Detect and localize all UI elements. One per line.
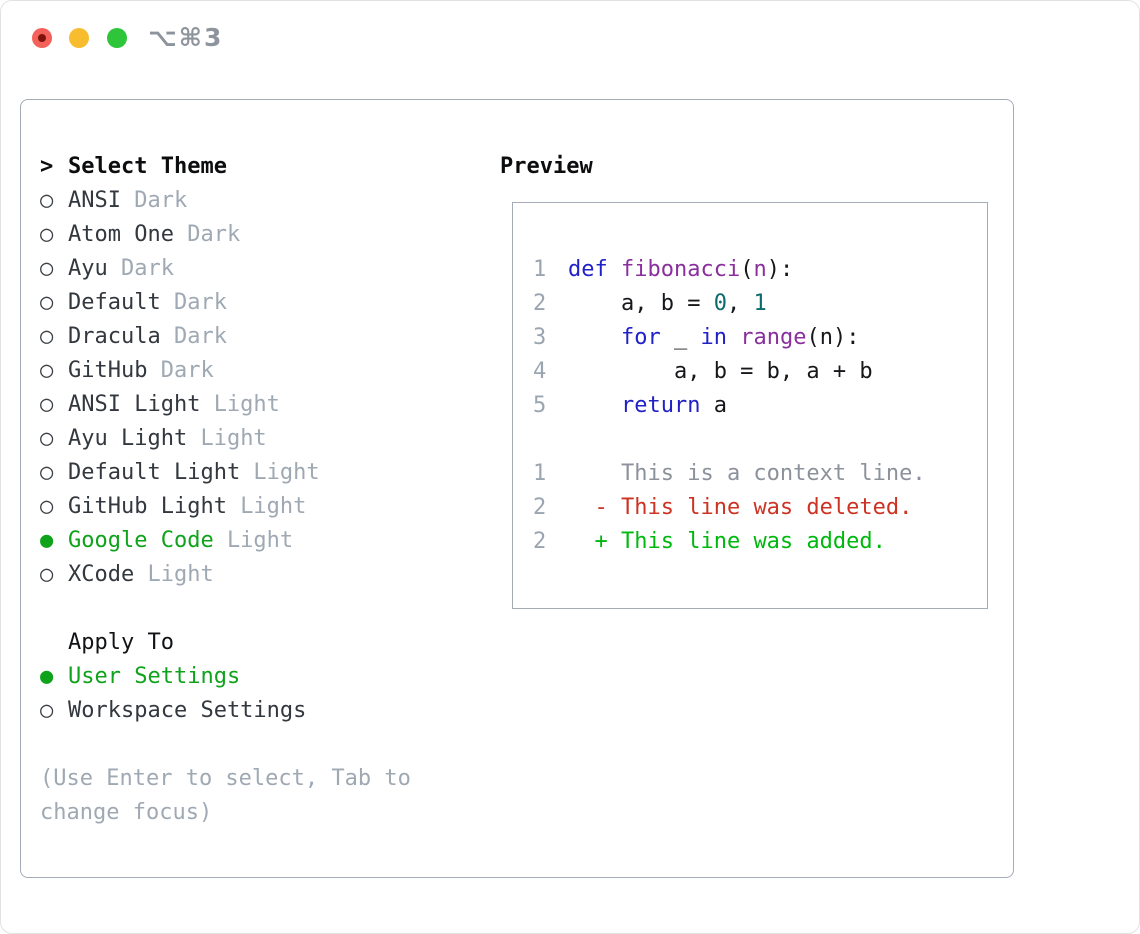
theme-variant: Dark xyxy=(173,324,227,349)
theme-name: XCode xyxy=(68,562,135,587)
theme-name: ANSI Light xyxy=(68,392,201,417)
apply-option-label: User Settings xyxy=(68,664,241,689)
unsaved-dot-icon xyxy=(38,34,46,42)
window-title: ⌥⌘3 xyxy=(148,23,224,52)
code-line: 5 return a xyxy=(533,389,987,423)
line-number: 5 xyxy=(533,393,547,418)
minimize-button[interactable] xyxy=(69,28,89,48)
radio-icon: ○ xyxy=(40,494,54,519)
radio-icon: ○ xyxy=(40,392,54,417)
apply-to-header: Apply To xyxy=(68,630,174,655)
focus-caret-icon: > xyxy=(40,154,54,179)
theme-name: Atom One xyxy=(68,222,174,247)
radio-icon: ○ xyxy=(40,324,54,349)
help-text-line2: change focus) xyxy=(40,800,213,825)
radio-icon: ○ xyxy=(40,562,54,587)
theme-variant: Dark xyxy=(160,358,214,383)
code-line: 2 - This line was deleted. xyxy=(533,491,987,525)
line-number: 1 xyxy=(533,257,547,282)
line-number: 3 xyxy=(533,325,547,350)
zoom-button[interactable] xyxy=(107,28,127,48)
theme-option-ansi-dark[interactable]: ○ ANSI Dark xyxy=(40,184,411,218)
select-theme-label: Select Theme xyxy=(68,154,227,179)
radio-icon: ○ xyxy=(40,256,54,281)
code-line: 2 + This line was added. xyxy=(533,525,987,559)
radio-icon: ○ xyxy=(40,698,54,723)
theme-option-default-dark[interactable]: ○ Default Dark xyxy=(40,286,411,320)
theme-option-dracula-dark[interactable]: ○ Dracula Dark xyxy=(40,320,411,354)
radio-icon: ○ xyxy=(40,222,54,247)
theme-variant: Light xyxy=(253,460,320,485)
apply-option-user-settings[interactable]: ● User Settings xyxy=(40,660,411,694)
radio-icon: ○ xyxy=(40,460,54,485)
theme-name: Google Code xyxy=(68,528,214,553)
theme-name: Default Light xyxy=(68,460,241,485)
line-number: 4 xyxy=(533,359,547,384)
theme-name: Ayu Light xyxy=(68,426,188,451)
preview-heading: Preview xyxy=(500,154,593,179)
radio-icon: ○ xyxy=(40,426,54,451)
theme-variant: Light xyxy=(147,562,214,587)
theme-name: Ayu xyxy=(68,256,108,281)
theme-option-xcode-light[interactable]: ○ XCode Light xyxy=(40,558,411,592)
theme-variant: Dark xyxy=(173,290,227,315)
code-line: 1 This is a context line. xyxy=(533,457,987,491)
theme-option-github-light[interactable]: ○ GitHub Light Light xyxy=(40,490,411,524)
theme-option-github-dark[interactable]: ○ GitHub Dark xyxy=(40,354,411,388)
radio-icon: ○ xyxy=(40,290,54,315)
theme-option-ayu-dark[interactable]: ○ Ayu Dark xyxy=(40,252,411,286)
theme-option-google-code-light[interactable]: ● Google Code Light xyxy=(40,524,411,558)
line-number: 2 xyxy=(533,291,547,316)
theme-option-default-light[interactable]: ○ Default Light Light xyxy=(40,456,411,490)
apply-option-label: Workspace Settings xyxy=(68,698,307,723)
code-line: 4 a, b = b, a + b xyxy=(533,355,987,389)
theme-name: ANSI xyxy=(68,188,121,213)
theme-variant: Light xyxy=(213,392,280,417)
apply-option-workspace-settings[interactable]: ○ Workspace Settings xyxy=(40,694,411,728)
theme-option-ansi-light[interactable]: ○ ANSI Light Light xyxy=(40,388,411,422)
code-line: 2 a, b = 0, 1 xyxy=(533,287,987,321)
theme-variant: Dark xyxy=(187,222,241,247)
line-number: 1 xyxy=(533,461,547,486)
radio-selected-icon: ● xyxy=(40,664,54,689)
theme-option-atom-one-dark[interactable]: ○ Atom One Dark xyxy=(40,218,411,252)
title-bar: ⌥⌘3 xyxy=(1,1,1139,76)
theme-name: Dracula xyxy=(68,324,161,349)
radio-icon: ○ xyxy=(40,188,54,213)
theme-name: GitHub Light xyxy=(68,494,227,519)
close-button[interactable] xyxy=(32,28,52,48)
theme-name: Default xyxy=(68,290,161,315)
code-line: 3 for _ in range(n): xyxy=(533,321,987,355)
theme-variant: Dark xyxy=(134,188,188,213)
theme-option-ayu-light[interactable]: ○ Ayu Light Light xyxy=(40,422,411,456)
help-text-line1: (Use Enter to select, Tab to xyxy=(40,766,411,791)
radio-selected-icon: ● xyxy=(40,528,54,553)
line-number: 2 xyxy=(533,529,547,554)
theme-name: GitHub xyxy=(68,358,148,383)
radio-icon: ○ xyxy=(40,358,54,383)
theme-variant: Dark xyxy=(120,256,174,281)
select-theme-header: > Select Theme xyxy=(40,150,411,184)
theme-variant: Light xyxy=(240,494,307,519)
theme-variant: Light xyxy=(200,426,267,451)
code-line xyxy=(533,423,987,457)
theme-variant: Light xyxy=(226,528,294,553)
line-number: 2 xyxy=(533,495,547,520)
